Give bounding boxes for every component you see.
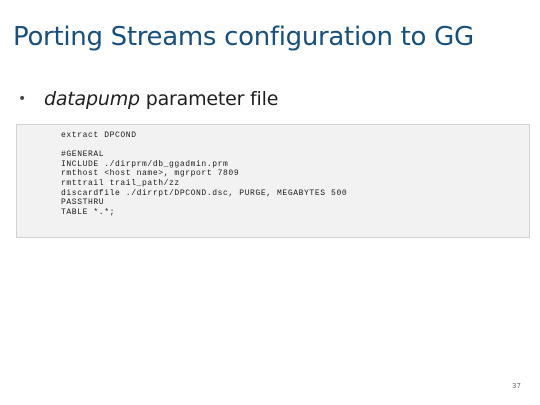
code-line: extract DPCOND xyxy=(61,131,137,140)
page-number: 37 xyxy=(512,382,521,390)
code-line xyxy=(61,141,529,151)
bullet-text: datapump parameter file xyxy=(44,88,278,110)
code-line: rmttrail trail_path/zz xyxy=(61,178,180,188)
code-line: rmthost <host name>, mgrport 7809 xyxy=(61,169,240,179)
bullet-rest: parameter file xyxy=(139,88,279,110)
code-line: PASSTHRU xyxy=(61,198,105,208)
code-block: extract DPCOND #GENERAL INCLUDE ./dirprm… xyxy=(16,124,530,238)
code-line: INCLUDE ./dirprm/db_ggadmin.prm xyxy=(61,159,229,169)
slide-title: Porting Streams configuration to GG xyxy=(13,22,474,52)
bullet-emphasis: datapump xyxy=(44,88,140,110)
code-line: #GENERAL xyxy=(61,150,105,160)
code-line: discardfile ./dirrpt/DPCOND.dsc, PURGE, … xyxy=(61,188,348,198)
code-line: TABLE *.*; xyxy=(61,207,116,217)
bullet-item: • datapump parameter file xyxy=(18,85,278,113)
bullet-marker: • xyxy=(18,91,27,107)
